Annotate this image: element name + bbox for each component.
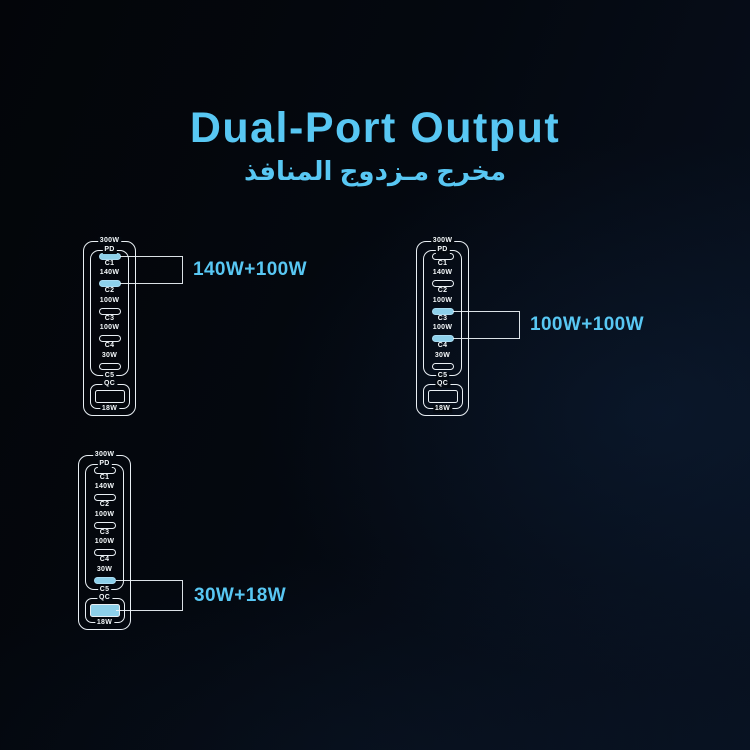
port-label-c1: C1 xyxy=(104,259,115,267)
port-label-c1: C1 xyxy=(99,473,110,481)
callout-text-1: 140W+100W xyxy=(193,259,307,280)
port-label-c2: C2 xyxy=(437,287,448,294)
usbc-port-c2-icon xyxy=(98,280,121,287)
usbc-port-c4-icon xyxy=(98,335,121,342)
usbc-port-c2-icon xyxy=(93,494,116,501)
watt-label-c2: 140W xyxy=(432,269,453,276)
watt-label-c5: 30W xyxy=(434,351,451,359)
watt-label-c3: 100W xyxy=(99,296,120,304)
watt-label-qc: 18W xyxy=(94,619,115,627)
usba-port-qc-icon xyxy=(94,389,125,403)
usbc-port-c4-icon xyxy=(93,549,116,556)
subtitle-arabic: مخرج مـزدوج المنافذ xyxy=(243,156,507,186)
usba-port-qc-icon xyxy=(89,603,120,617)
watt-label-c5: 30W xyxy=(96,565,113,573)
watt-label-c4: 100W xyxy=(94,538,115,545)
port-label-c5: C5 xyxy=(97,586,112,594)
charger-diagram-2: 300W PD C1 140W C2 100W C3 100W C4 30W C… xyxy=(416,237,469,416)
watt-label-qc: 18W xyxy=(99,405,120,413)
port-label-c4: C4 xyxy=(104,342,115,349)
port-label-c5: C5 xyxy=(102,372,117,380)
watt-label-c5: 30W xyxy=(101,351,118,359)
port-label-c4: C4 xyxy=(437,342,448,349)
qc-label: QC xyxy=(101,380,118,388)
port-label-c4: C4 xyxy=(99,556,110,563)
pd-label: PD xyxy=(97,460,112,468)
callout-bracket-2 xyxy=(453,311,520,339)
pd-label: PD xyxy=(102,246,117,254)
qc-label: QC xyxy=(96,594,113,602)
usbc-port-c2-icon xyxy=(431,280,454,287)
callout-text-2: 100W+100W xyxy=(530,314,644,335)
watt-label-c4: 100W xyxy=(99,324,120,331)
watt-label-c3: 100W xyxy=(94,510,115,518)
port-label-c3: C3 xyxy=(437,314,448,322)
callout-bracket-3 xyxy=(116,580,183,611)
usbc-port-c5-icon xyxy=(93,576,116,584)
port-label-c5: C5 xyxy=(435,372,450,380)
usbc-port-c5-icon xyxy=(98,362,121,370)
watt-label-qc: 18W xyxy=(432,405,453,413)
charger-diagram-1: 300W PD C1 140W C2 100W C3 100W C4 30W C… xyxy=(83,237,136,416)
usbc-port-c3-icon xyxy=(98,307,121,315)
charger-diagram-3: 300W PD C1 140W C2 100W C3 100W C4 30W C… xyxy=(78,451,131,630)
usbc-port-c3-icon xyxy=(93,521,116,529)
watt-label-c3: 100W xyxy=(432,296,453,304)
port-label-c2: C2 xyxy=(104,287,115,294)
total-watt-label: 300W xyxy=(430,237,455,245)
page-title: Dual-Port Output xyxy=(189,104,561,152)
port-label-c2: C2 xyxy=(99,501,110,508)
port-label-c3: C3 xyxy=(104,314,115,322)
pd-label: PD xyxy=(435,246,450,254)
total-watt-label: 300W xyxy=(97,237,122,245)
total-watt-label: 300W xyxy=(92,451,117,459)
callout-bracket-1 xyxy=(120,256,183,284)
watt-label-c2: 140W xyxy=(94,483,115,490)
watt-label-c4: 100W xyxy=(432,324,453,331)
usbc-port-c4-icon xyxy=(431,335,454,342)
usbc-port-c5-icon xyxy=(431,362,454,370)
port-label-c3: C3 xyxy=(99,528,110,536)
usba-port-qc-icon xyxy=(427,389,458,403)
port-label-c1: C1 xyxy=(437,259,448,267)
usbc-port-c3-icon xyxy=(431,307,454,315)
qc-label: QC xyxy=(434,380,451,388)
callout-text-3: 30W+18W xyxy=(194,585,287,606)
watt-label-c2: 140W xyxy=(99,269,120,276)
